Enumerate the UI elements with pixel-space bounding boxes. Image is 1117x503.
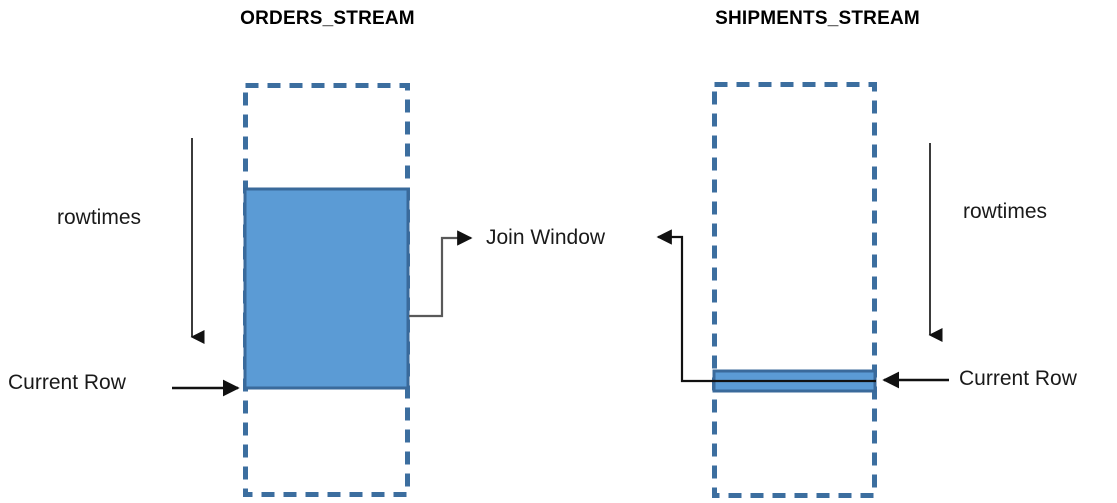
shipments-stream-boundary xyxy=(712,82,877,498)
join-window-connector-left xyxy=(409,230,473,318)
join-window-connector-right xyxy=(656,229,876,383)
rowtimes-label-left: rowtimes xyxy=(57,206,142,229)
rowtimes-label-right: rowtimes xyxy=(963,200,1048,223)
shipments-stream-title: SHIPMENTS_STREAM xyxy=(715,8,920,29)
current-row-label-left: Current Row xyxy=(8,371,126,394)
orders-join-window-band xyxy=(243,187,410,390)
orders-stream-title: ORDERS_STREAM xyxy=(240,8,415,29)
join-window-label: Join Window xyxy=(486,226,606,249)
current-row-label-right: Current Row xyxy=(959,367,1077,390)
